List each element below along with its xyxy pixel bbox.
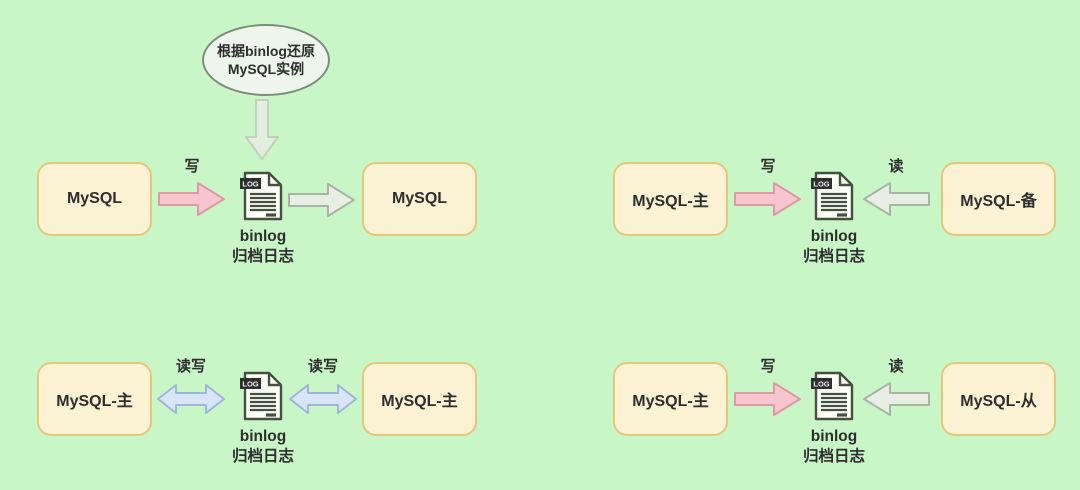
readwrite-arrow-bl-1: 读写 <box>156 357 226 424</box>
write-arrow-br: 写 <box>734 357 802 424</box>
log-badge <box>811 378 832 389</box>
text-lines <box>821 192 847 212</box>
node-bl-left: MySQL-主 <box>37 362 152 436</box>
write-arrow-label-tl: 写 <box>184 158 200 175</box>
text-lines <box>250 192 276 212</box>
readwrite-arrow-label-bl-2: 读写 <box>307 358 338 375</box>
replay-arrow-tl <box>288 183 355 217</box>
read-arrow-tr: 读 <box>862 157 930 224</box>
double-arrow-icon <box>157 384 225 414</box>
binlog-label-line1: binlog <box>239 428 287 445</box>
binlog-label-bl: binlog 归档日志 <box>217 427 309 467</box>
binlog-file-icon-bl: LOG <box>240 371 283 421</box>
note-line2: MySQL实例 <box>227 61 305 77</box>
left-arrow-icon <box>863 382 930 416</box>
note-line1: 根据binlog还原 <box>217 43 315 59</box>
right-arrow-icon <box>734 182 801 216</box>
log-badge-text: LOG <box>813 380 829 389</box>
log-badge <box>811 178 832 189</box>
node-tl-right: MySQL <box>362 162 477 236</box>
binlog-file-icon-tl: LOG <box>240 171 283 221</box>
down-arrow-icon <box>245 99 279 160</box>
read-arrow-label-br: 读 <box>888 358 904 375</box>
node-tl-left: MySQL <box>37 162 152 236</box>
text-lines <box>250 392 276 412</box>
node-tr-right: MySQL-备 <box>941 162 1056 236</box>
node-bl-right: MySQL-主 <box>362 362 477 436</box>
binlog-label-tr: binlog 归档日志 <box>788 227 880 267</box>
binlog-label-tl: binlog 归档日志 <box>217 227 309 267</box>
readwrite-arrow-bl-2: 读写 <box>288 357 358 424</box>
log-badge-text: LOG <box>813 180 829 189</box>
binlog-file-icon-br: LOG <box>811 371 854 421</box>
read-arrow-label-tr: 读 <box>888 158 904 175</box>
read-arrow-br: 读 <box>862 357 930 424</box>
log-badge-text: LOG <box>242 380 258 389</box>
binlog-label-line2: 归档日志 <box>231 248 294 265</box>
node-br-left: MySQL-主 <box>613 362 728 436</box>
text-lines <box>821 392 847 412</box>
binlog-label-line2: 归档日志 <box>802 448 865 465</box>
log-badge-text: LOG <box>242 180 258 189</box>
double-arrow-icon <box>289 384 357 414</box>
binlog-label-line1: binlog <box>810 428 858 445</box>
right-arrow-icon <box>734 382 801 416</box>
write-arrow-tl: 写 <box>158 157 226 224</box>
binlog-label-line2: 归档日志 <box>802 248 865 265</box>
write-arrow-label-tr: 写 <box>760 158 776 175</box>
binlog-label-br: binlog 归档日志 <box>788 427 880 467</box>
node-tr-left: MySQL-主 <box>613 162 728 236</box>
left-arrow-icon <box>863 182 930 216</box>
binlog-file-icon-tr: LOG <box>811 171 854 221</box>
node-br-right: MySQL-从 <box>941 362 1056 436</box>
write-arrow-tr: 写 <box>734 157 802 224</box>
write-arrow-label-br: 写 <box>760 358 776 375</box>
right-arrow-icon <box>158 182 225 216</box>
restore-note-ellipse: 根据binlog还原 MySQL实例 <box>202 24 330 96</box>
log-badge <box>240 378 261 389</box>
binlog-label-line1: binlog <box>239 228 287 245</box>
readwrite-arrow-label-bl-1: 读写 <box>175 358 206 375</box>
binlog-label-line2: 归档日志 <box>231 448 294 465</box>
log-badge <box>240 178 261 189</box>
binlog-label-line1: binlog <box>810 228 858 245</box>
